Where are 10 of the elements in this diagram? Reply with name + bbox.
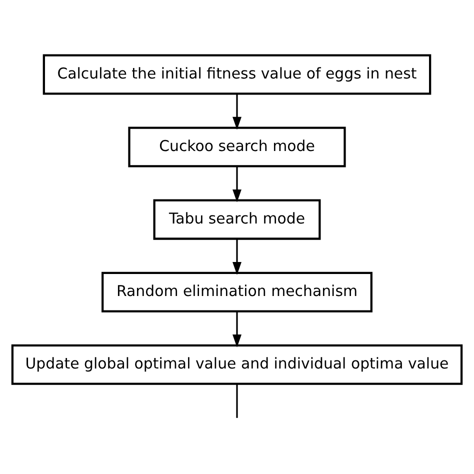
arrow [232, 94, 242, 130]
arrow [232, 166, 242, 202]
connector [236, 384, 238, 418]
node-box: Random elimination mechanism [102, 272, 372, 312]
arrow [232, 239, 242, 275]
node-box: Cuckoo search mode [128, 126, 346, 168]
node-box: Tabu search mode [153, 199, 321, 240]
arrow [232, 312, 242, 348]
node-box: Calculate the initial fitness value of eggs in nest [42, 54, 432, 95]
node-box: Update global optimal value and individual optima value [11, 344, 463, 385]
